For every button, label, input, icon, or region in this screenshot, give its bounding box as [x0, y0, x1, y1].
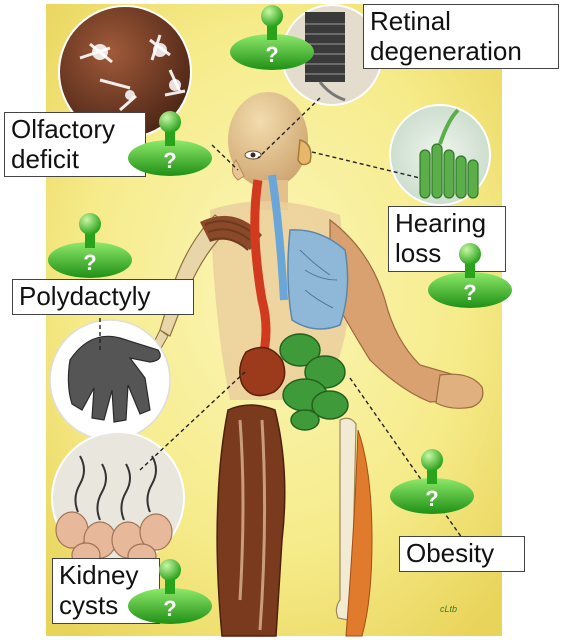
svg-text:?: ? — [265, 42, 278, 67]
kidney — [239, 346, 286, 397]
svg-text:?: ? — [463, 280, 476, 305]
body-figure — [144, 92, 484, 637]
svg-text:?: ? — [163, 148, 176, 173]
leg-muscle-orange — [345, 429, 373, 637]
question-pin-icon: ? — [128, 559, 212, 624]
vein — [268, 174, 288, 301]
label-olfactory-deficit: Olfactory deficit — [4, 112, 146, 177]
artery — [250, 179, 271, 362]
cilia-inset — [58, 5, 192, 139]
cochlea-inset — [389, 104, 491, 206]
head — [228, 92, 308, 188]
label-hearing-loss: Hearing loss — [388, 206, 506, 272]
retina-inset — [281, 4, 383, 106]
label-retinal-degeneration: Retinal degeneration — [363, 4, 559, 69]
hand-inset — [49, 319, 171, 441]
label-obesity: Obesity — [399, 536, 525, 572]
artist-signature: cLtb — [440, 604, 457, 614]
leg-muscle — [216, 404, 286, 637]
ear — [297, 139, 312, 166]
svg-text:?: ? — [425, 486, 438, 511]
shoulder-muscle — [200, 215, 262, 250]
kidney-cilia-inset — [51, 431, 185, 569]
label-polydactyly: Polydactyly — [12, 279, 194, 315]
question-pin-icon: ? — [230, 5, 314, 70]
question-pin-icon: ? — [390, 449, 474, 514]
question-pin-icon: ? — [48, 213, 132, 278]
svg-text:?: ? — [83, 250, 96, 275]
fist — [435, 373, 484, 409]
question-pin-icon: ? — [128, 111, 212, 176]
svg-text:?: ? — [163, 596, 176, 621]
intestine — [279, 333, 349, 431]
lung — [287, 229, 349, 330]
question-pin-icon: ? — [428, 243, 512, 308]
